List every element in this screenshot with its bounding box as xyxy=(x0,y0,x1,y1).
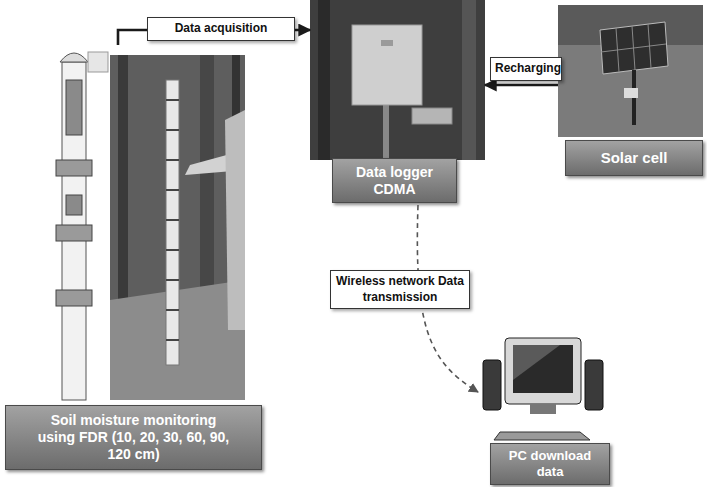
edge-label: Wireless network Data transmission xyxy=(330,270,470,309)
tree-trunk xyxy=(318,0,330,160)
sensor-ring xyxy=(56,290,92,306)
battery-box xyxy=(412,108,452,124)
sign-plate xyxy=(624,88,638,98)
solar-panel xyxy=(600,22,668,74)
monitor-case xyxy=(505,338,581,404)
flow-arrow xyxy=(485,84,558,87)
solar-node: Solar cell xyxy=(558,5,703,177)
keyboard xyxy=(494,432,590,440)
callout-box xyxy=(88,52,108,72)
measuring-pole xyxy=(166,80,179,365)
tree-trunk xyxy=(200,55,214,325)
solar-photo xyxy=(558,5,703,137)
speaker xyxy=(483,360,501,410)
pc-drawing xyxy=(483,338,603,440)
sensor-electronics xyxy=(66,195,82,215)
pc-node: PC download data xyxy=(478,330,613,487)
tree-trunk xyxy=(118,55,128,335)
pole-marks xyxy=(166,100,179,340)
logger-pole xyxy=(383,100,389,160)
logger-enclosure xyxy=(352,25,422,105)
sensor-electronics xyxy=(66,80,82,135)
person-figure xyxy=(225,110,245,330)
logger-photo xyxy=(310,0,485,160)
node-label: Solar cell xyxy=(565,140,703,176)
node-label: Data logger CDMA xyxy=(332,158,457,203)
sensor-ring xyxy=(56,225,92,241)
enclosure-latch xyxy=(381,40,393,46)
sensor-ring xyxy=(56,160,92,176)
photo-background xyxy=(558,5,703,137)
panel-grid xyxy=(601,24,666,72)
edge-label: Data acquisition xyxy=(147,17,295,41)
probe-node: Soil moisture monitoring using FDR (10, … xyxy=(5,45,262,470)
photo-background xyxy=(110,55,245,400)
field-photo xyxy=(110,55,245,400)
probe-drawing xyxy=(56,52,108,400)
node-label: Soil moisture monitoring using FDR (10, … xyxy=(5,405,262,470)
screen-glare xyxy=(513,345,560,380)
speaker xyxy=(585,360,603,410)
node-label: PC download data xyxy=(490,443,610,485)
top-cap xyxy=(60,53,88,62)
edge-label: Recharging xyxy=(490,57,562,81)
monitor-stand xyxy=(530,404,556,414)
logger-node: Data logger CDMA xyxy=(310,0,485,205)
monitor-screen xyxy=(513,345,573,393)
tree-trunk xyxy=(462,0,476,160)
photo-background xyxy=(310,0,485,160)
